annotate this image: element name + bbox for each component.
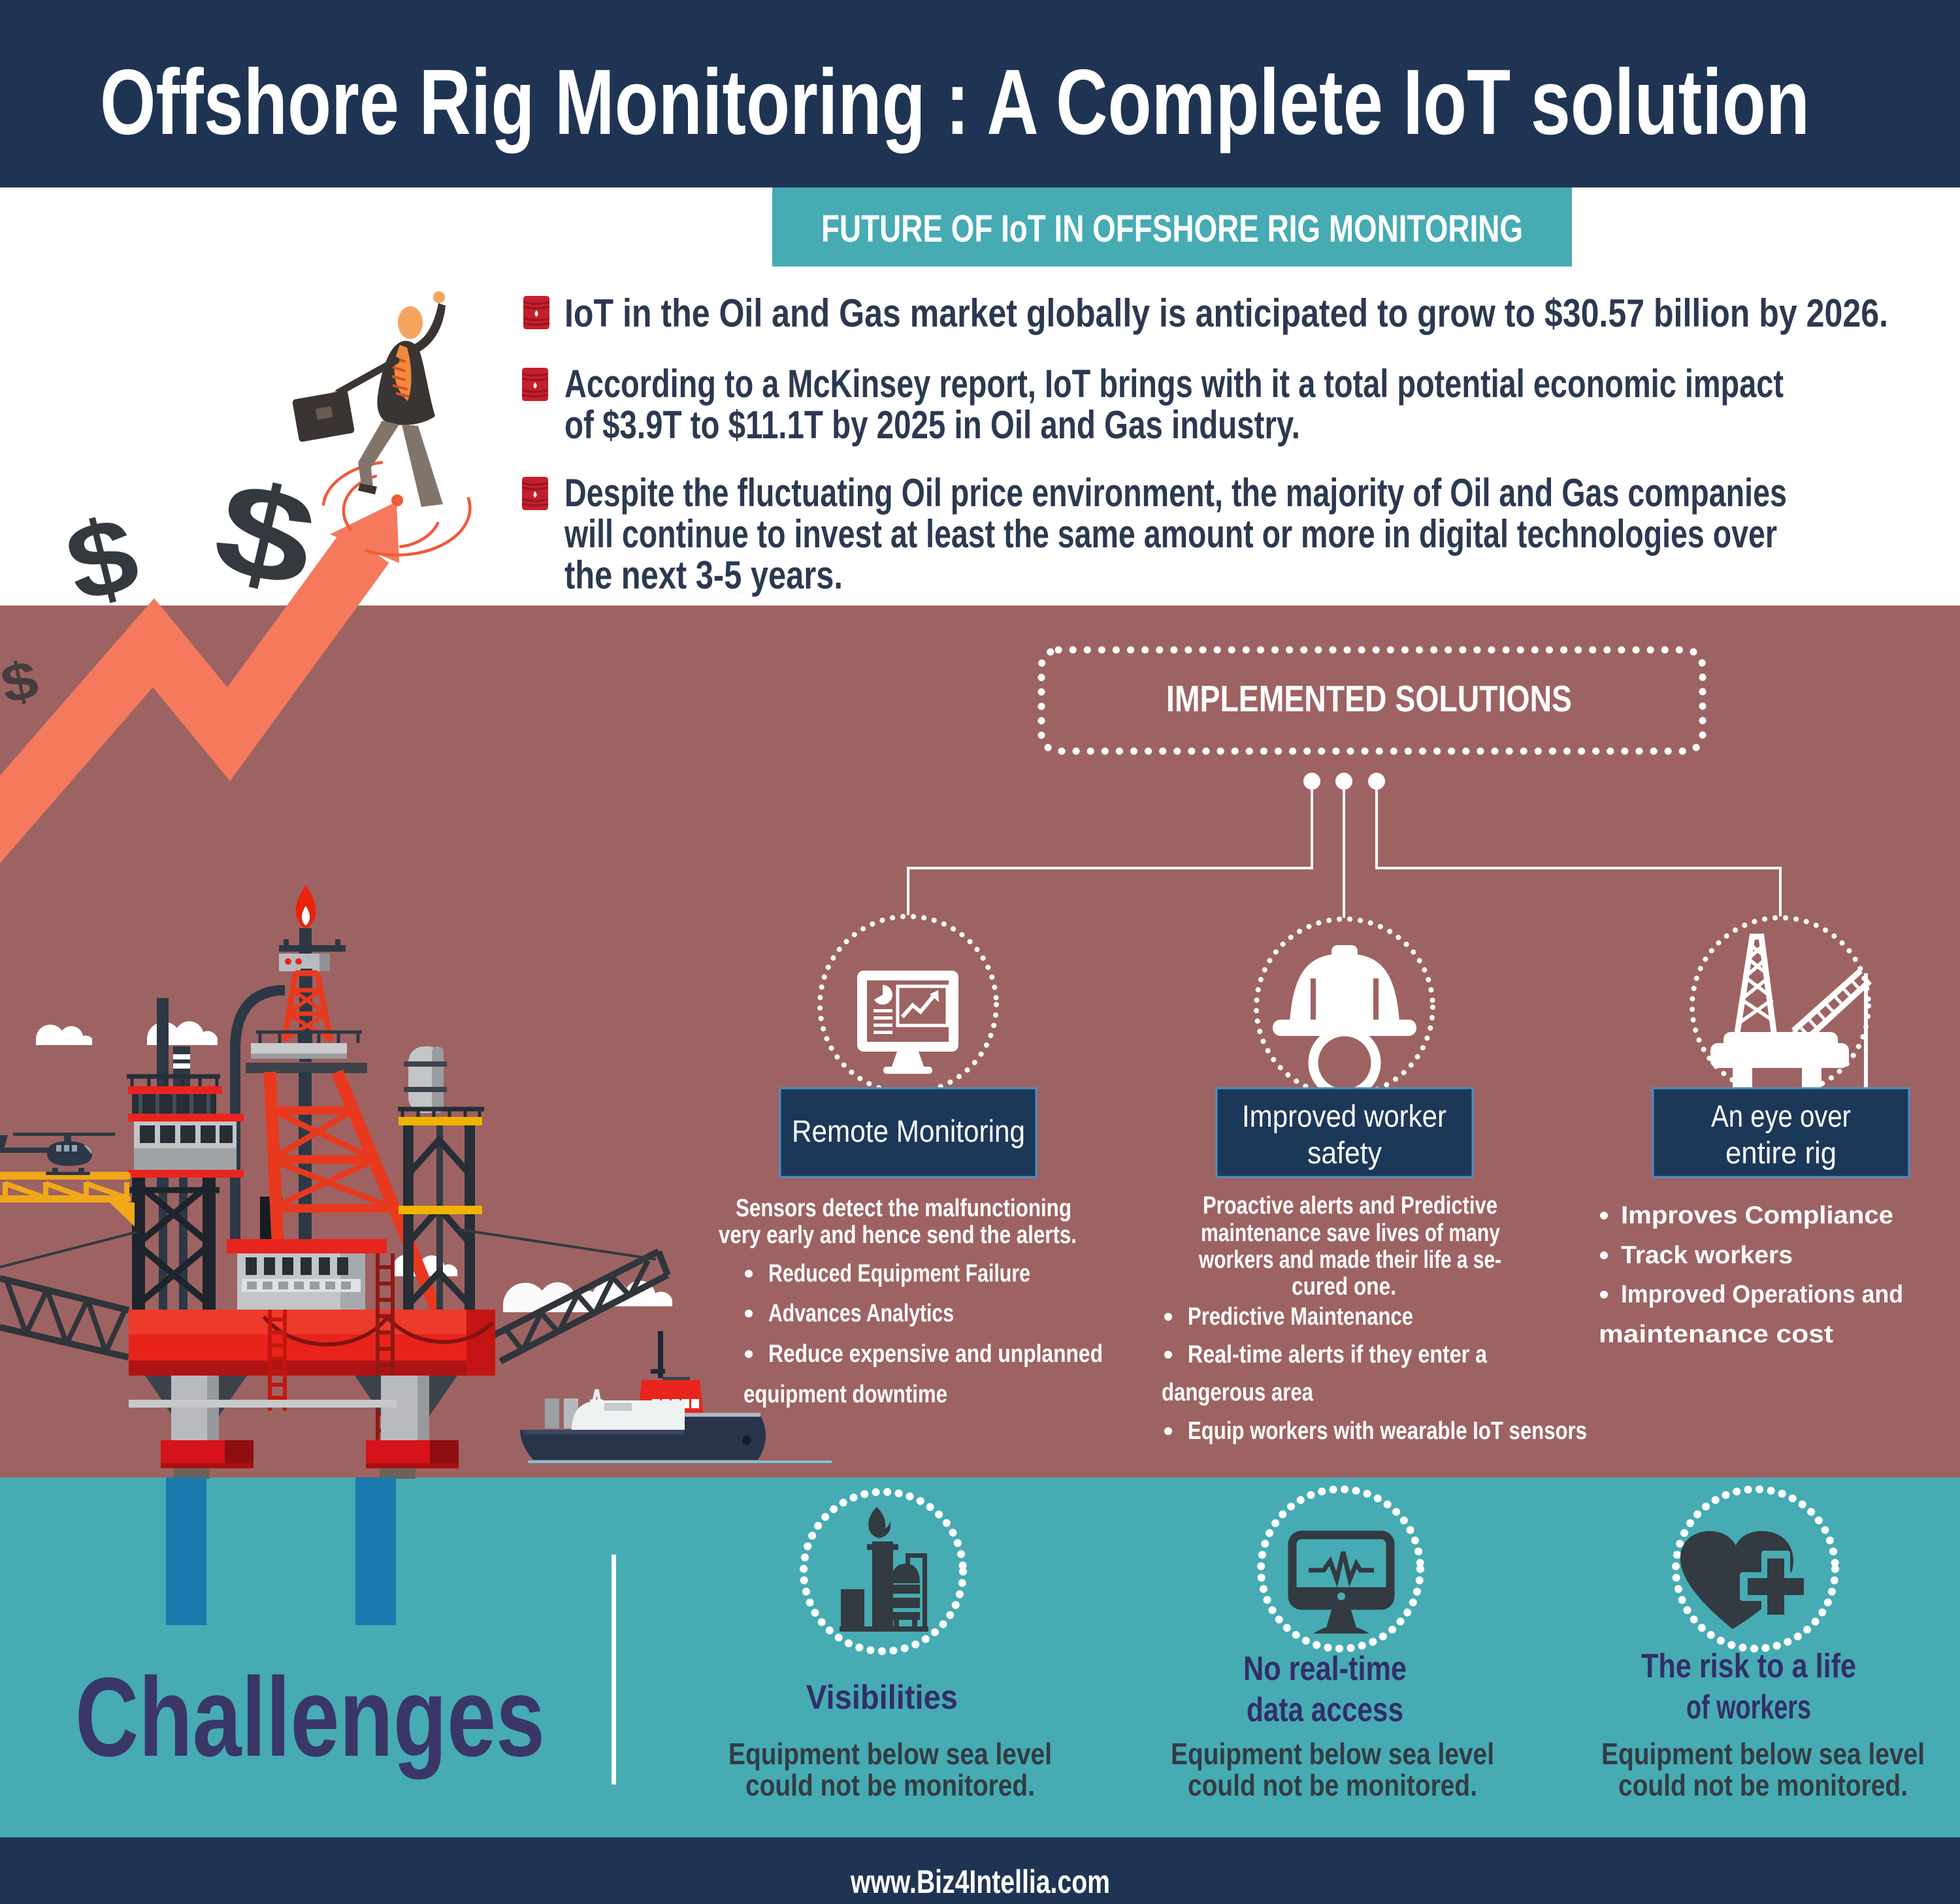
svg-text:equipment downtime: equipment downtime (743, 1381, 947, 1408)
svg-text:the next 3-5 years.: the next 3-5 years. (564, 553, 843, 597)
svg-text:entire rig: entire rig (1725, 1135, 1837, 1170)
svg-text:Sensors detect the malfunction: Sensors detect the malfunctioning (736, 1195, 1071, 1222)
svg-text:Offshore Rig Monitoring : A Co: Offshore Rig Monitoring : A Complete IoT… (100, 50, 1810, 154)
svg-text:will continue to invest at lea: will continue to invest at least the sam… (564, 512, 1777, 556)
svg-text:of $3.9T to $11.1T by 2025 in: of $3.9T to $11.1T by 2025 in Oil and Ga… (564, 403, 1300, 447)
svg-text:Improved Operations and: Improved Operations and (1621, 1281, 1903, 1308)
svg-text:Despite the fluctuating Oil pr: Despite the fluctuating Oil price enviro… (564, 471, 1787, 515)
svg-text:www.Biz4Intellia.com: www.Biz4Intellia.com (850, 1864, 1110, 1900)
svg-text:safety: safety (1307, 1135, 1382, 1170)
svg-text:of workers: of workers (1686, 1688, 1811, 1726)
svg-text:Challenges: Challenges (75, 1654, 545, 1780)
svg-text:maintenance cost: maintenance cost (1599, 1321, 1833, 1348)
svg-text:Remote Monitoring: Remote Monitoring (792, 1114, 1025, 1148)
svg-text:Equipment below sea level: Equipment below sea level (1601, 1737, 1925, 1771)
svg-text:could not be monitored.: could not be monitored. (1618, 1768, 1908, 1802)
svg-text:The risk to a life: The risk to a life (1641, 1647, 1856, 1685)
svg-text:An eye over: An eye over (1711, 1099, 1851, 1133)
svg-text:Visibilities: Visibilities (806, 1679, 958, 1717)
svg-text:Proactive alerts and Predictiv: Proactive alerts and Predictive (1203, 1192, 1497, 1219)
svg-text:FUTURE OF IoT IN OFFSHORE RIG: FUTURE OF IoT IN OFFSHORE RIG MONITORING (821, 208, 1523, 250)
svg-text:Improves Compliance: Improves Compliance (1621, 1202, 1893, 1229)
svg-text:Reduce expensive and unplanned: Reduce expensive and unplanned (768, 1340, 1103, 1368)
svg-text:dangerous area: dangerous area (1162, 1379, 1314, 1406)
svg-text:Improved worker: Improved worker (1242, 1099, 1446, 1133)
svg-text:Reduced Equipment Failure: Reduced Equipment Failure (768, 1260, 1030, 1287)
svg-text:Predictive Maintenance: Predictive Maintenance (1188, 1303, 1413, 1331)
svg-text:IMPLEMENTED SOLUTIONS: IMPLEMENTED SOLUTIONS (1166, 678, 1572, 720)
svg-text:Advances Analytics: Advances Analytics (768, 1300, 954, 1327)
svg-text:could not be monitored.: could not be monitored. (745, 1768, 1035, 1802)
svg-text:IoT in the Oil and Gas market: IoT in the Oil and Gas market globally i… (564, 291, 1888, 335)
svg-text:Real-time alerts if they enter: Real-time alerts if they enter a (1188, 1341, 1488, 1368)
svg-text:No real-time: No real-time (1243, 1650, 1407, 1688)
svg-text:Equip workers with wearable Io: Equip workers with wearable IoT sensors (1188, 1417, 1587, 1445)
svg-text:workers and made their life a: workers and made their life a se- (1198, 1246, 1501, 1274)
svg-text:Equipment below sea level: Equipment below sea level (1171, 1737, 1494, 1771)
svg-text:cured one.: cured one. (1292, 1273, 1396, 1300)
svg-text:Equipment below sea level: Equipment below sea level (728, 1737, 1052, 1771)
svg-text:data access: data access (1247, 1691, 1403, 1729)
svg-text:maintenance save lives of many: maintenance save lives of many (1201, 1219, 1500, 1247)
svg-text:According to a McKinsey report: According to a McKinsey report, IoT brin… (564, 362, 1784, 406)
svg-text:very early and hence send the: very early and hence send the alerts. (719, 1221, 1077, 1249)
svg-text:could not be monitored.: could not be monitored. (1188, 1768, 1477, 1802)
svg-text:Track workers: Track workers (1621, 1242, 1793, 1269)
